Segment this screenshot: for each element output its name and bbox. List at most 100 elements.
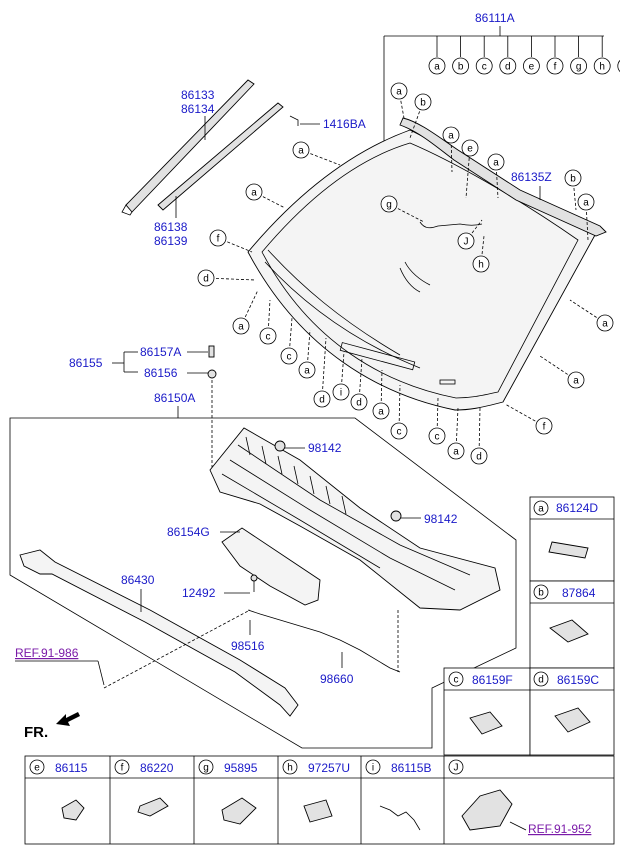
front-arrow-icon (56, 712, 80, 726)
callout-letter-a: a (448, 131, 454, 142)
side-molding-86133: 86133 86134 (121, 79, 255, 216)
callout-e: e (29, 759, 45, 775)
cowl-assembly-86150A: 86150A 98142 98142 86154G 12492 86430 98… (9, 391, 517, 749)
callout-letter-e: e (34, 763, 40, 774)
callout-letter-g: g (576, 62, 582, 73)
legend-part-c: 86159F (472, 673, 513, 687)
callout-letter-i: i (340, 388, 342, 399)
callout-circle (523, 57, 540, 75)
legend-part-b: 87864 (562, 586, 596, 600)
label-12492: 12492 (182, 586, 216, 600)
callout-e: e (461, 139, 479, 157)
callout-h: h (472, 255, 490, 273)
callout-letter-a: a (238, 322, 244, 333)
callout-circle (564, 169, 582, 187)
ref-91-986[interactable]: REF.91-986 (15, 609, 251, 689)
callout-circle (472, 255, 490, 273)
part-icon-86159F (469, 711, 503, 735)
callout-letter-c: c (266, 332, 271, 343)
callout-letter-a: a (493, 158, 499, 169)
callout-letter-g: g (386, 200, 392, 211)
label-1416BA: 1416BA (323, 117, 366, 131)
ref-91-952[interactable]: REF.91-952 (509, 821, 592, 836)
callout-a: a (447, 442, 465, 460)
part-icon-g (221, 797, 257, 825)
part-icon-h (303, 799, 333, 823)
callout-a: a (390, 82, 408, 100)
callout-c: c (448, 671, 464, 687)
callout-letter-a: a (453, 447, 459, 458)
ref-right-link[interactable]: REF.91-952 (528, 822, 592, 836)
callout-a: a (577, 193, 595, 211)
front-indicator: FR. (24, 712, 80, 741)
callout-a: a (428, 57, 446, 75)
callout-letter-a: a (583, 198, 589, 209)
callout-i: i (617, 59, 620, 73)
callout-letter-d: d (356, 398, 362, 409)
legend-part-f: 86220 (140, 761, 174, 775)
callout-letter-c: c (287, 352, 292, 363)
callout-b: b (564, 169, 582, 187)
label-86156: 86156 (144, 366, 178, 380)
callout-circle (448, 671, 464, 687)
callout-letter-b: b (570, 174, 576, 185)
label-86138: 86138 (154, 220, 188, 234)
callout-circle (365, 759, 381, 775)
callout-circle (232, 317, 250, 335)
callout-circle (533, 500, 549, 516)
callout-circle (372, 402, 390, 420)
callout-letter-c: c (397, 427, 402, 438)
group-86155: 86155 86157A 86156 (69, 345, 217, 470)
callout-d: d (499, 57, 517, 75)
callout-circle (259, 327, 277, 345)
callout-letter-a: a (298, 146, 304, 157)
callout-circle (567, 371, 585, 389)
callout-circle (245, 183, 263, 201)
label-86133: 86133 (181, 88, 215, 102)
callout-circle (533, 671, 549, 687)
callout-c: c (390, 422, 408, 440)
callout-letter-f: f (217, 234, 220, 245)
callout-circle (332, 383, 350, 401)
callout-circle (617, 59, 620, 73)
callout-circle (428, 427, 446, 445)
callout-J: J (457, 232, 475, 250)
callout-letter-g: g (203, 763, 209, 774)
callout-circle (475, 57, 493, 75)
legend-part-i: 86115B (391, 761, 431, 775)
callout-circle (533, 584, 549, 600)
callout-circle (577, 193, 595, 211)
molding-86135Z: 86135Z (511, 170, 552, 200)
part-icon-86159C (554, 707, 591, 733)
label-86157A: 86157A (140, 345, 181, 359)
callout-letter-c: c (482, 62, 487, 73)
callout-letter-h: h (599, 62, 605, 73)
legend-part-e: 86115 (55, 761, 88, 775)
callout-circle (380, 195, 398, 213)
callout-circle (414, 93, 432, 111)
callout-circle (447, 442, 465, 460)
callout-d: d (313, 390, 331, 408)
legend-part-d: 86159C (557, 673, 599, 687)
callout-letter-a: a (573, 376, 579, 387)
callout-f: f (535, 417, 553, 435)
callout-letter-f: f (121, 763, 124, 774)
label-98142-b: 98142 (424, 512, 458, 526)
callout-letter-b: b (458, 62, 464, 73)
callout-letter-d: d (203, 274, 209, 285)
callout-circle (596, 314, 614, 332)
callout-circle (209, 229, 227, 247)
callout-d: d (350, 393, 368, 411)
callout-letter-d: d (319, 395, 325, 406)
callout-c: c (475, 57, 493, 75)
grommet-86156 (207, 369, 217, 379)
callout-circle (114, 759, 130, 775)
callout-circle (313, 390, 331, 408)
callout-circle (452, 57, 470, 75)
legend-part-g: 95895 (224, 761, 258, 775)
ref-left-link[interactable]: REF.91-986 (15, 646, 79, 660)
callout-circle (298, 361, 316, 379)
part-icon-i (379, 805, 421, 831)
